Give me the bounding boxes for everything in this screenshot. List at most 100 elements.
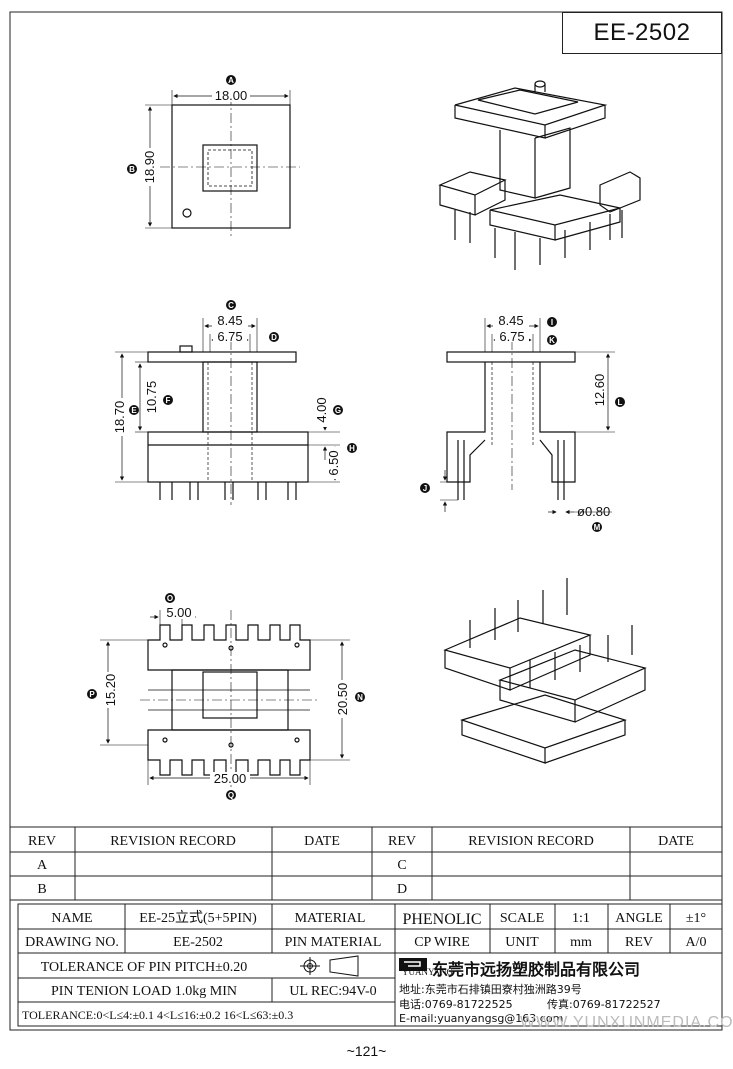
svg-text:F: F	[166, 396, 171, 405]
scale-label: SCALE	[500, 911, 544, 926]
revision-table	[9, 826, 723, 901]
ul-rec: UL REC:94V-0	[289, 984, 376, 999]
dim-l-value: 12.60	[592, 374, 607, 407]
svg-text:Q: Q	[228, 791, 234, 800]
svg-text:O: O	[167, 594, 173, 603]
dim-h-value: 6.50	[326, 450, 341, 475]
title-block-text: NAME EE-25立式(5+5PIN) MATERIAL PHENOLIC S…	[22, 910, 733, 1031]
dim-q: 25.00 Q	[210, 771, 250, 800]
dim-a: 18.00 A	[212, 75, 250, 103]
rev-row-a: A	[37, 858, 48, 873]
dim-p: 15.20 P	[87, 672, 118, 708]
date-header: DATE	[304, 834, 340, 849]
iso-view-upright	[438, 80, 641, 270]
dim-o: 5.00 O	[163, 593, 195, 620]
rev-row-b: B	[37, 882, 46, 897]
phone: 电话:0769-81722525	[399, 998, 513, 1011]
name-label: NAME	[51, 911, 92, 926]
dim-f: 10.75 F	[144, 378, 173, 416]
svg-text:E: E	[131, 406, 137, 415]
rev-label: REV	[625, 935, 653, 950]
dim-d-value: 6.75	[217, 329, 242, 344]
svg-text:N: N	[357, 693, 363, 702]
dim-j: J	[420, 483, 430, 493]
svg-text:D: D	[271, 333, 277, 342]
dim-c: 8.45 C	[212, 300, 248, 328]
dim-c-value: 8.45	[217, 313, 242, 328]
projection-symbol	[300, 955, 359, 977]
top-view	[145, 90, 300, 238]
rev-header-2: REV	[388, 834, 416, 849]
address: 地址:东莞市石排镇田寮村独洲路39号	[399, 982, 582, 996]
dim-q-value: 25.00	[214, 771, 247, 786]
dim-g: 4.00 G	[314, 393, 343, 427]
dim-i: 8.45 I	[493, 313, 557, 328]
svg-text:A: A	[228, 76, 234, 85]
company-name: 东莞市远扬塑胶制品有限公司	[432, 960, 640, 979]
svg-text:L: L	[618, 398, 623, 407]
rev-row-c: C	[397, 858, 406, 873]
tolerance-pitch: TOLERANCE OF PIN PITCH±0.20	[41, 960, 248, 975]
title-block	[17, 903, 723, 1027]
watermark: WWW.YUNXUNMEDIA.COM	[520, 1014, 733, 1031]
side-view	[440, 318, 615, 515]
svg-text:K: K	[549, 336, 555, 345]
unit-value: mm	[570, 935, 592, 950]
dim-m: ø0.80 M	[577, 504, 610, 532]
unit-label: UNIT	[505, 935, 539, 950]
dim-g-value: 4.00	[314, 397, 329, 422]
drawing-no-value: EE-2502	[173, 935, 223, 950]
rev-value: A/0	[686, 935, 707, 950]
dim-i-value: 8.45	[498, 313, 523, 328]
revision-table-text: REV REVISION RECORD DATE REV REVISION RE…	[28, 834, 694, 897]
dim-a-value: 18.00	[215, 88, 248, 103]
pin-material-value: CP WIRE	[414, 935, 470, 950]
bottom-view	[100, 610, 350, 790]
iso-view-inverted	[443, 578, 647, 764]
dim-b-value: 18.90	[142, 151, 157, 184]
fax: 传真:0769-81722527	[547, 997, 661, 1011]
dim-l: 12.60 L	[592, 372, 625, 408]
dim-d: 6.75 D	[213, 329, 279, 344]
revision-record-header-2: REVISION RECORD	[468, 834, 594, 849]
sheet-frame	[9, 11, 723, 1031]
dim-b: 18.90 B	[127, 148, 157, 186]
dim-h: 6.50 H	[326, 443, 357, 479]
material-label: MATERIAL	[295, 911, 366, 926]
tolerance-line: TOLERANCE:0<L≤4:±0.1 4<L≤16:±0.2 16<L≤63…	[22, 1008, 293, 1022]
dim-o-value: 5.00	[166, 605, 191, 620]
svg-text:M: M	[594, 523, 601, 532]
svg-text:H: H	[349, 444, 355, 453]
dim-m-value: ø0.80	[577, 504, 610, 519]
name-value: EE-25立式(5+5PIN)	[139, 910, 257, 926]
svg-text:G: G	[335, 406, 341, 415]
company-brand: YUANYANG	[402, 967, 453, 977]
dim-k-value: 6.75	[499, 329, 524, 344]
dim-e-value: 18.70	[112, 401, 127, 434]
dim-p-value: 15.20	[103, 674, 118, 707]
rev-row-d: D	[397, 882, 407, 897]
material-value: PHENOLIC	[402, 911, 481, 928]
svg-text:C: C	[228, 301, 234, 310]
date-header-2: DATE	[658, 834, 694, 849]
svg-text:B: B	[129, 165, 135, 174]
front-view	[115, 318, 340, 505]
svg-text:J: J	[423, 484, 427, 493]
dim-e: 18.70 E	[112, 398, 139, 436]
svg-text:P: P	[89, 690, 95, 699]
company-logo-icon	[399, 958, 427, 971]
pin-material-label: PIN MATERIAL	[285, 935, 382, 950]
page-number: ~121~	[346, 1043, 387, 1059]
dim-n-value: 20.50	[335, 683, 350, 716]
scale-value: 1:1	[572, 911, 590, 926]
part-number: EE-2502	[593, 19, 691, 46]
revision-record-header: REVISION RECORD	[110, 834, 236, 849]
angle-label: ANGLE	[615, 911, 662, 926]
svg-text:I: I	[551, 318, 553, 327]
pin-tension: PIN TENION LOAD 1.0kg MIN	[51, 984, 237, 999]
dim-n: 20.50 N	[335, 680, 365, 718]
part-number-box: EE-2502	[562, 12, 722, 54]
drawing-no-label: DRAWING NO.	[25, 935, 119, 950]
